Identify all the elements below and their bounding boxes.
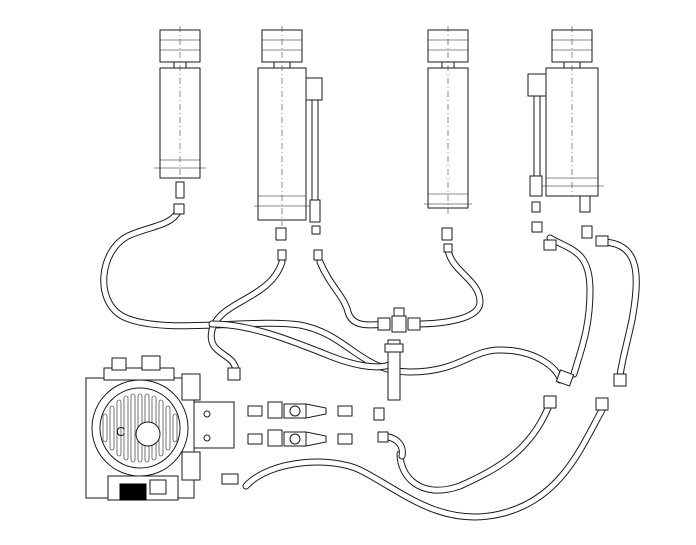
fitting-tee-center (391, 315, 407, 333)
hose-right-c (396, 404, 552, 494)
hose-cyl2-to-pump (207, 258, 286, 376)
valve-group (247, 401, 353, 447)
valve-2-port-right (337, 433, 353, 445)
cylinder-2 (254, 26, 323, 261)
hose-pump-loop (208, 320, 398, 371)
hose-right-a (546, 234, 594, 378)
hoses (100, 208, 640, 521)
valve-2-arm (305, 431, 327, 447)
nameplate (119, 483, 147, 501)
pump-mount-plate (193, 401, 235, 449)
motor-hub (135, 421, 161, 447)
hose-cyl2-to-tee (316, 258, 388, 329)
manifold-block (387, 339, 401, 401)
hose-bottom-long (242, 406, 606, 521)
fitting-tee-left (377, 317, 391, 331)
fitting-tee-right (407, 317, 421, 331)
pump-unit: C (85, 355, 235, 501)
hose-right-b (600, 238, 640, 380)
valve-2-port-in (267, 429, 283, 447)
valve-2-port-left (247, 433, 263, 445)
hose-cyl3-to-tee (412, 246, 484, 328)
valve-1-port-in (267, 401, 283, 419)
motor-label: C (116, 424, 125, 439)
valve-1-port-left (247, 405, 263, 417)
valve-1-arm (305, 403, 327, 419)
pump-valve-top (181, 373, 201, 401)
cylinder-1 (154, 26, 206, 215)
cylinder-4 (527, 26, 604, 239)
fittings (221, 235, 627, 485)
cylinder-3 (424, 26, 472, 253)
fitting-tee-top (393, 307, 405, 317)
hose-left-long (100, 208, 564, 384)
pump-valve-bottom (181, 451, 201, 481)
valve-1-port-right (337, 405, 353, 417)
motor-vents (102, 393, 178, 463)
